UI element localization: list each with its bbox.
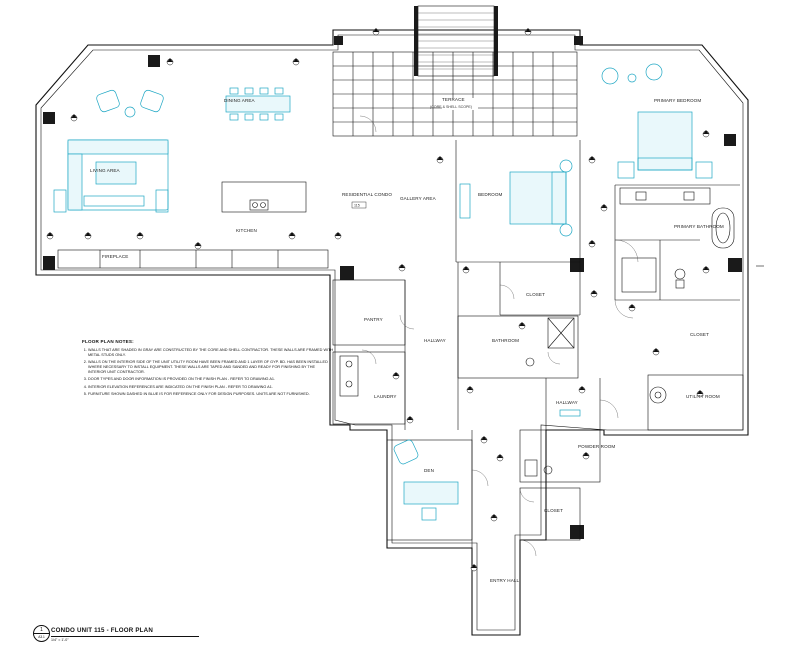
label-bedroom: BEDROOM [478,192,503,197]
note-item: WALLS ON THE INTERIOR SIDE OF THE UNIT U… [88,360,334,375]
drawing-scale: 1/4" = 1'-0" [51,638,69,642]
note-item: DOOR TYPES AND DOOR INFORMATION IS PROVI… [88,377,334,382]
label-primary-bedroom: PRIMARY BEDROOM [654,98,701,103]
fixtures [221,181,735,477]
label-laundry: LAUNDRY [374,394,397,399]
label-hallway-left: HALLWAY [424,338,446,343]
door-swings [359,115,639,557]
label-residential: RESIDENTIAL CONDO [342,192,392,197]
note-item: WALLS THAT ARE SHADED IN GRAY ARE CONSTR… [88,348,334,358]
label-entry: ENTRY HALL [490,578,520,583]
structural-columns [43,36,742,539]
furniture [53,63,713,521]
notes-title: FLOOR PLAN NOTES: [82,339,134,344]
label-powder: POWDER ROOM [578,444,615,449]
drawing-title: CONDO UNIT 115 - FLOOR PLAN [51,627,154,634]
note-item: FURNITURE SHOWN DASHED IN BLUE IS FOR RE… [88,392,334,397]
title-block: 1 A3.1 CONDO UNIT 115 - FLOOR PLAN 1/4" … [33,625,253,649]
label-terrace-note: (CORE & SHELL SCOPE) [430,105,472,109]
label-closet-main: CLOSET [690,332,709,337]
unit-number-box [351,201,367,209]
label-terrace: TERRACE [442,97,465,102]
label-gallery: GALLERY AREA [400,196,437,201]
label-fireplace: FIREPLACE [102,254,128,259]
label-utility: UTILITY ROOM [686,394,720,399]
label-pantry: PANTRY [364,317,383,322]
note-item: INTERIOR ELEVATION REFERENCES ARE INDICA… [88,385,334,390]
label-living: LIVING AREA [90,168,121,173]
terrace-tiles [332,51,578,137]
sheet-number: 1 [34,626,49,634]
label-primary-bathroom: PRIMARY BATHROOM [674,224,724,229]
room-labels: LIVING AREA DINING AREA KITCHEN FIREPLAC… [90,97,724,583]
title-underline [51,636,199,637]
label-closet-bed: CLOSET [526,292,545,297]
label-kitchen: KITCHEN [236,228,257,233]
label-den: DEN [424,468,434,473]
balcony-stairs [414,5,498,77]
label-unit-number: 115 [354,204,360,208]
label-bathroom: BATHROOM [492,338,519,343]
sheet-number-bubble: 1 A3.1 [33,625,50,642]
label-hallway-right: HALLWAY [556,400,578,405]
notes-list: WALLS THAT ARE SHADED IN GRAY ARE CONSTR… [82,348,334,399]
interior-walls [57,140,744,548]
sheet-ref: A3.1 [38,635,45,639]
elevation-tags [46,28,710,572]
label-closet-entry: CLOSET [544,508,563,513]
label-dining: DINING AREA [224,98,256,103]
